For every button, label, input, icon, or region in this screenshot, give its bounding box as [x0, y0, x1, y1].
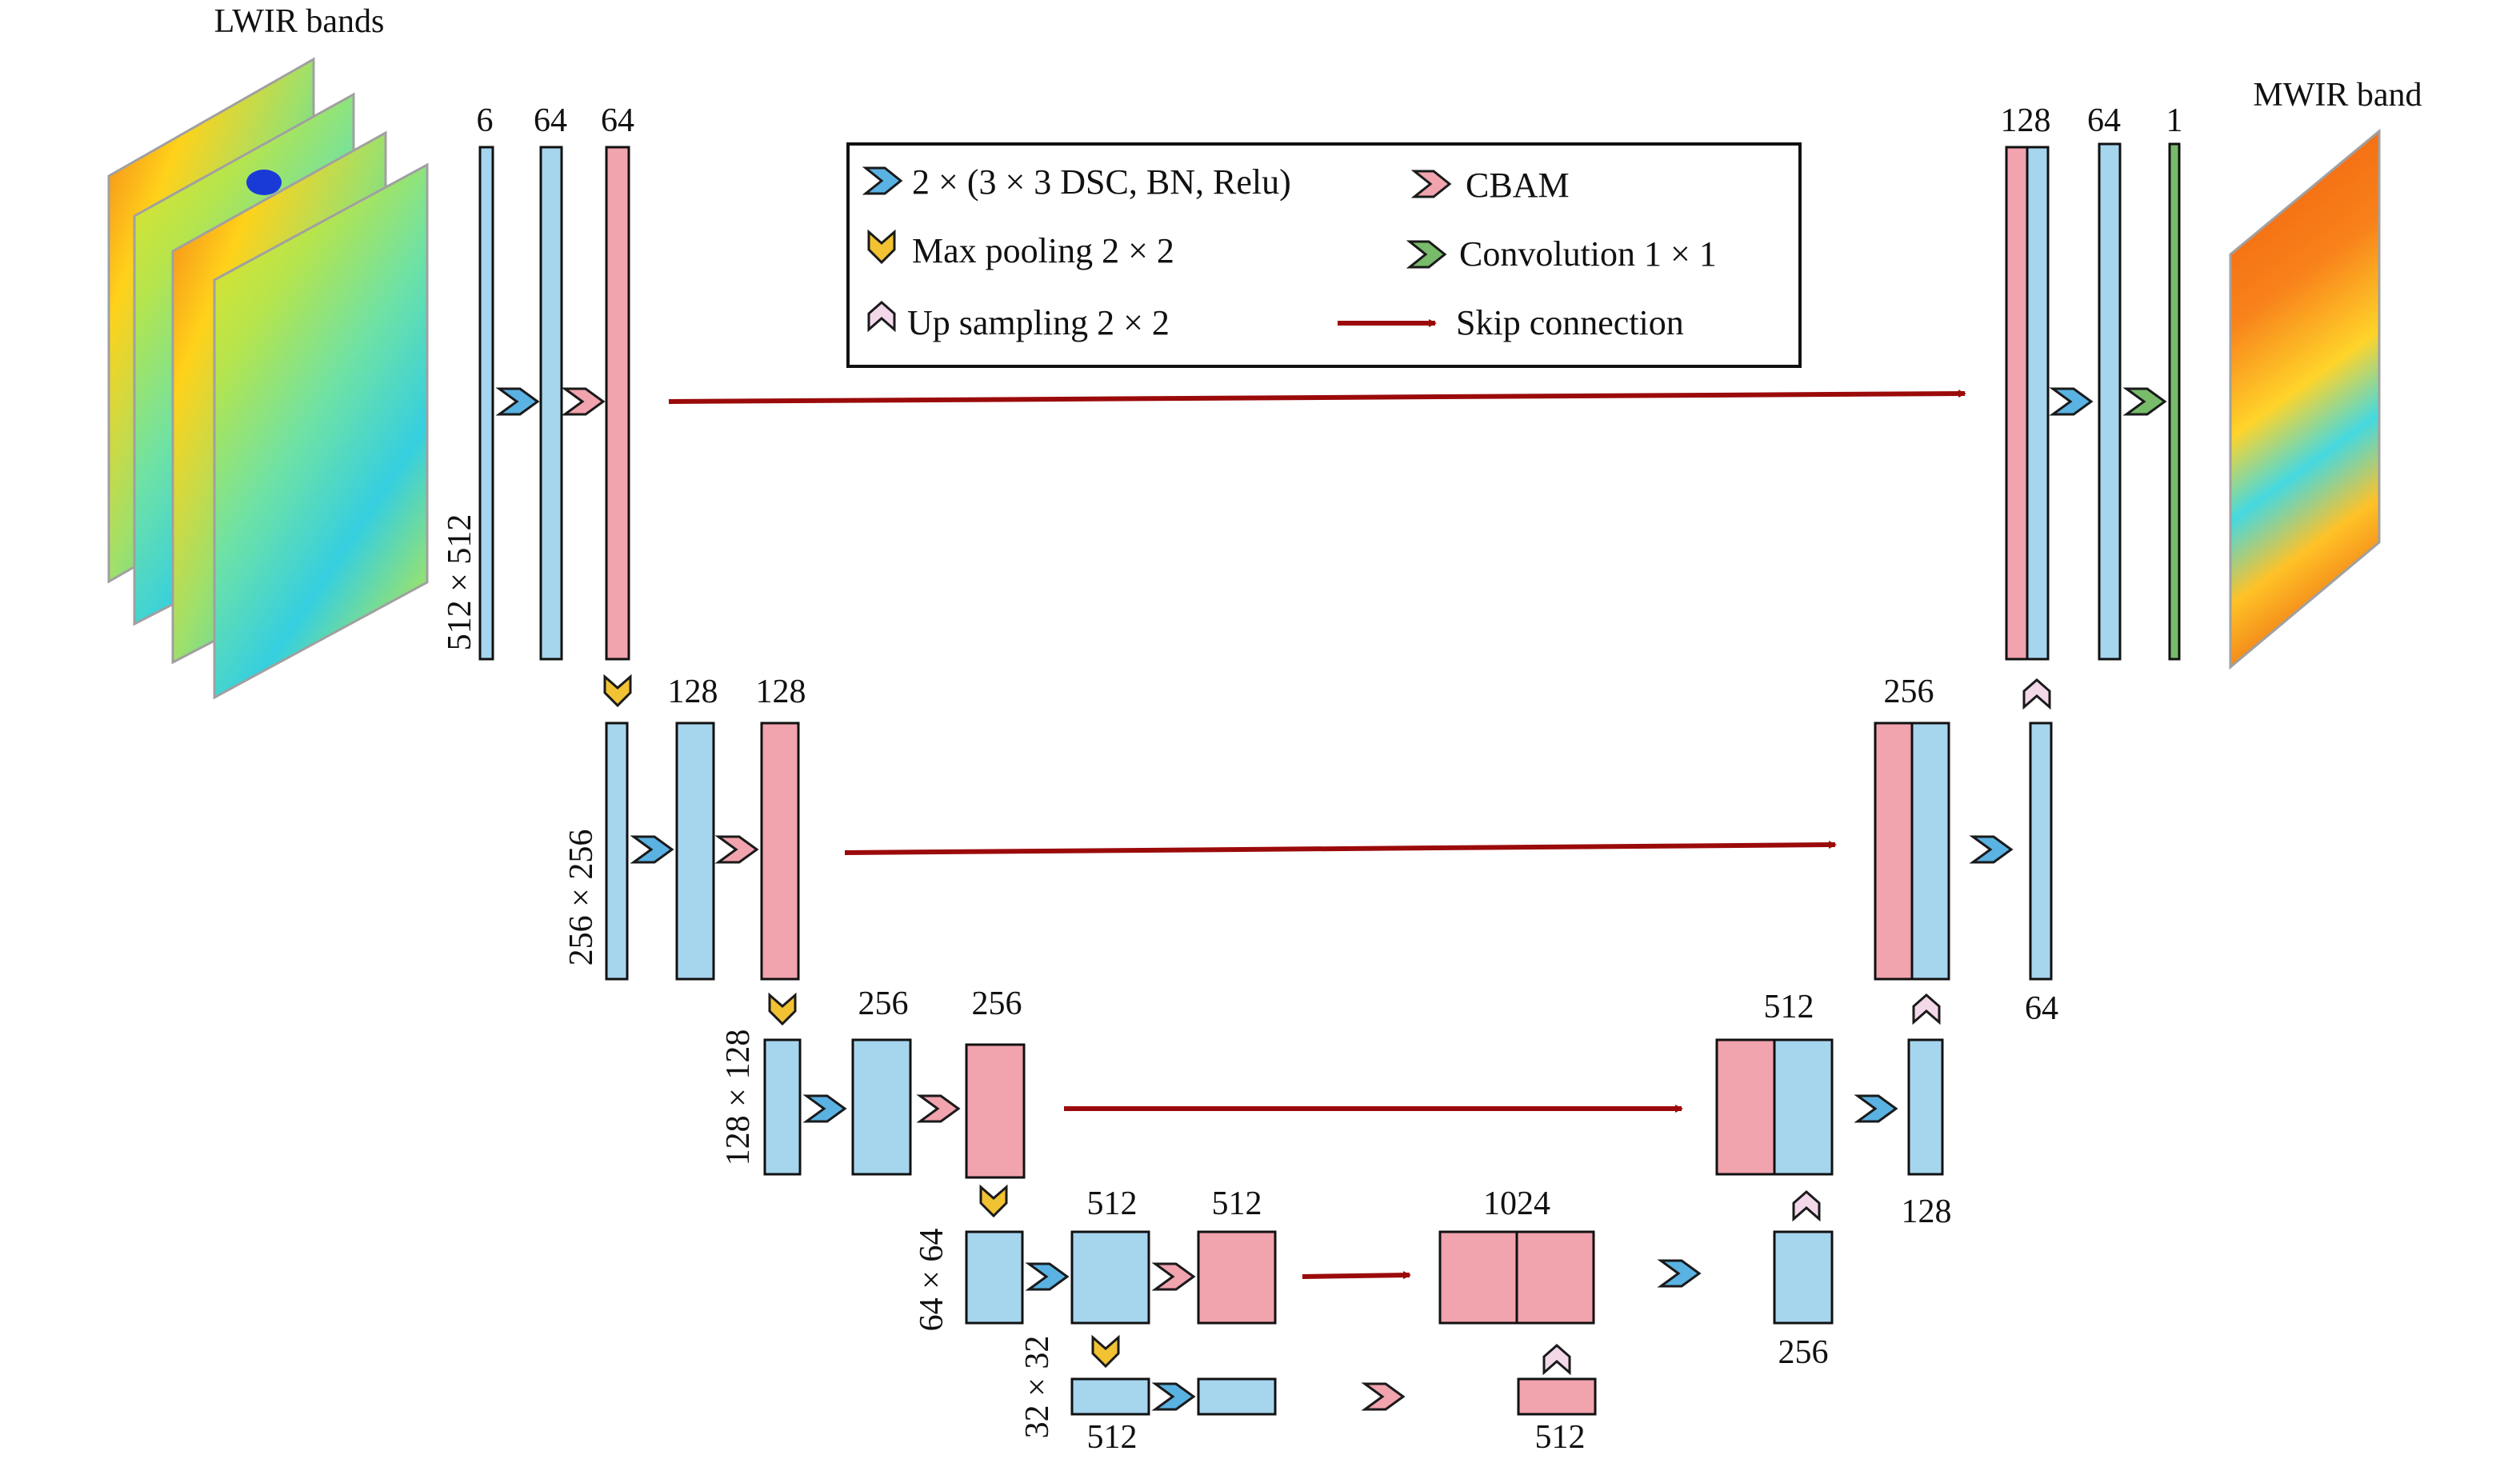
enc1-cbam-channels: 64 [601, 102, 634, 139]
dec4-concat-channels: 1024 [1483, 1185, 1550, 1222]
bottleneck-dsc-op-icon [1151, 1382, 1196, 1411]
enc3-dsc-channels: 256 [858, 985, 909, 1022]
dec4-dsc-map [1773, 1230, 1834, 1325]
dec1-up-icon [2022, 678, 2051, 710]
enc3-input-map [763, 1038, 802, 1176]
bottleneck-out-channels: 512 [1535, 1419, 1586, 1456]
legend-cbam-label: CBAM [1466, 166, 1570, 205]
enc4-dsc-map [1070, 1230, 1150, 1325]
lwir-cold-spot [246, 170, 282, 195]
bottleneck-dsc-map [1197, 1377, 1277, 1416]
enc1-dsc-channels: 64 [534, 102, 567, 139]
dec2-dsc-map [2029, 722, 2053, 981]
enc2-input-map [605, 722, 629, 981]
skip-connection-4 [1302, 1271, 1411, 1280]
dec4-dsc-channels: 256 [1778, 1334, 1829, 1371]
dec4-dsc-op-icon [1657, 1259, 1702, 1288]
dec3-concat-channels: 512 [1764, 989, 1814, 1025]
enc2-pool-icon [768, 992, 797, 1026]
legend-conv-icon [1406, 240, 1447, 269]
lwir-input-stack [107, 57, 429, 700]
enc4-cbam-map [1197, 1230, 1277, 1325]
dec3-up-icon [1792, 1190, 1821, 1222]
legend-dsc-icon [862, 166, 903, 195]
enc4-cbam-channels: 512 [1212, 1185, 1262, 1222]
dec1-dsc-op-icon [2049, 387, 2094, 416]
dec3-dsc-map [1907, 1038, 1944, 1176]
enc1-dsc-map [539, 146, 563, 661]
dec1-concat-skip-map [2005, 146, 2029, 661]
dec2-concat-skip-map [1874, 722, 1914, 981]
enc4-pool-icon [1091, 1334, 1120, 1369]
lwir-frame-4 [213, 162, 429, 700]
enc3-cbam-map [965, 1043, 1026, 1179]
dec1-dsc-channels: 64 [2087, 102, 2121, 139]
mwir-output-frame [2229, 128, 2381, 670]
enc3-dsc-map [851, 1038, 912, 1176]
dec4-concat-skip-map [1438, 1230, 1518, 1325]
dec1-concat-up-map [2026, 146, 2050, 661]
enc1-dsc-op-icon [495, 387, 540, 416]
legend-pool-icon [867, 229, 896, 265]
enc4-input-map [965, 1230, 1024, 1325]
enc2-dsc-channels: 128 [668, 674, 718, 710]
enc4-cbam-op-icon [1151, 1262, 1196, 1291]
bottleneck-cbam-map [1517, 1377, 1597, 1416]
size-label-128: 128 × 128 [720, 1029, 757, 1166]
dec2-concat-up-map [1910, 722, 1950, 981]
dec1-concat-channels: 128 [2001, 102, 2051, 139]
dec3-dsc-op-icon [1854, 1094, 1898, 1123]
legend-pool-label: Max pooling 2 × 2 [912, 231, 1174, 270]
legend-frame [846, 142, 1802, 368]
enc1-in-channels: 6 [477, 102, 494, 139]
size-label-32: 32 × 32 [1019, 1336, 1056, 1439]
legend-up-label: Up sampling 2 × 2 [907, 303, 1170, 342]
size-label-512: 512 × 512 [442, 514, 478, 651]
enc4-dsc-op-icon [1025, 1262, 1070, 1291]
legend-up-icon [867, 301, 896, 333]
dec2-up-icon [1912, 993, 1941, 1025]
enc2-cbam-op-icon [714, 835, 759, 864]
enc3-pool-icon [979, 1184, 1008, 1218]
enc3-dsc-op-icon [802, 1094, 847, 1123]
enc2-dsc-op-icon [630, 835, 674, 864]
mwir-title: MWIR band [2253, 77, 2422, 114]
legend: 2 × (3 × 3 DSC, BN, Relu) CBAM Max pooli… [846, 142, 1802, 368]
skip-connection-2 [844, 841, 1837, 855]
dec3-dsc-channels: 128 [1902, 1193, 1952, 1230]
legend-conv-label: Convolution 1 × 1 [1459, 234, 1717, 274]
legend-cbam-icon [1410, 170, 1452, 198]
dec3-concat-up-map [1773, 1038, 1834, 1176]
enc2-cbam-channels: 128 [756, 674, 806, 710]
dec4-concat-up-map [1515, 1230, 1595, 1325]
enc1-pool-icon [603, 674, 632, 708]
enc2-dsc-map [675, 722, 715, 981]
lwir-title: LWIR bands [214, 3, 385, 40]
bottleneck-input-map [1070, 1377, 1150, 1416]
dec1-dsc-map [2098, 142, 2122, 661]
dec4-up-icon [1542, 1344, 1571, 1376]
size-label-64: 64 × 64 [914, 1229, 950, 1332]
dec3-concat-skip-map [1715, 1038, 1776, 1176]
dec1-output-channels: 1 [2166, 102, 2183, 139]
enc1-cbam-map [605, 146, 630, 661]
size-label-256: 256 × 256 [563, 829, 600, 966]
dec2-dsc-op-icon [1969, 835, 2014, 864]
legend-dsc-label: 2 × (3 × 3 DSC, BN, Relu) [912, 162, 1291, 202]
enc3-cbam-channels: 256 [972, 985, 1022, 1022]
dec1-output-map [2168, 142, 2181, 661]
dec2-concat-channels: 256 [1884, 674, 1934, 710]
enc3-cbam-op-icon [916, 1094, 961, 1123]
enc4-dsc-channels: 512 [1087, 1185, 1138, 1222]
enc1-input-map [478, 146, 494, 661]
bottleneck-cbam-op-icon [1361, 1382, 1406, 1411]
enc1-cbam-op-icon [561, 387, 606, 416]
enc2-cbam-map [760, 722, 800, 981]
dec1-conv-op-icon [2122, 387, 2167, 416]
skip-connection-1 [668, 390, 1966, 404]
dec2-dsc-channels: 64 [2025, 990, 2058, 1027]
bottleneck-in-channels: 512 [1087, 1419, 1138, 1456]
legend-skip-label: Skip connection [1456, 303, 1684, 342]
